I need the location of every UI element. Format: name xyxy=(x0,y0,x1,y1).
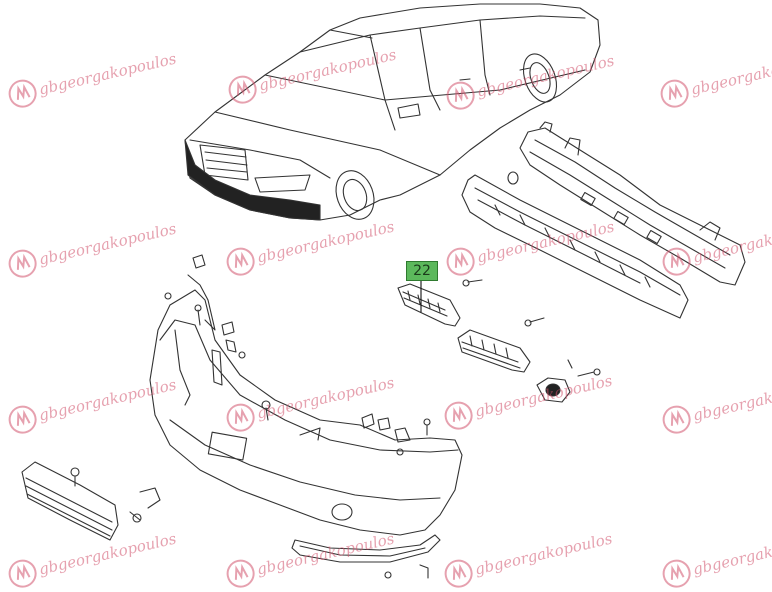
bumper-reinforcement xyxy=(507,121,746,286)
bumper-absorber xyxy=(461,174,689,319)
car-illustration xyxy=(184,3,601,221)
grille-parts xyxy=(21,283,571,541)
lower-lip xyxy=(291,534,441,563)
part-number-callout[interactable]: 22 xyxy=(406,261,438,281)
fasteners xyxy=(70,254,601,579)
front-bumper-cover xyxy=(149,289,463,536)
